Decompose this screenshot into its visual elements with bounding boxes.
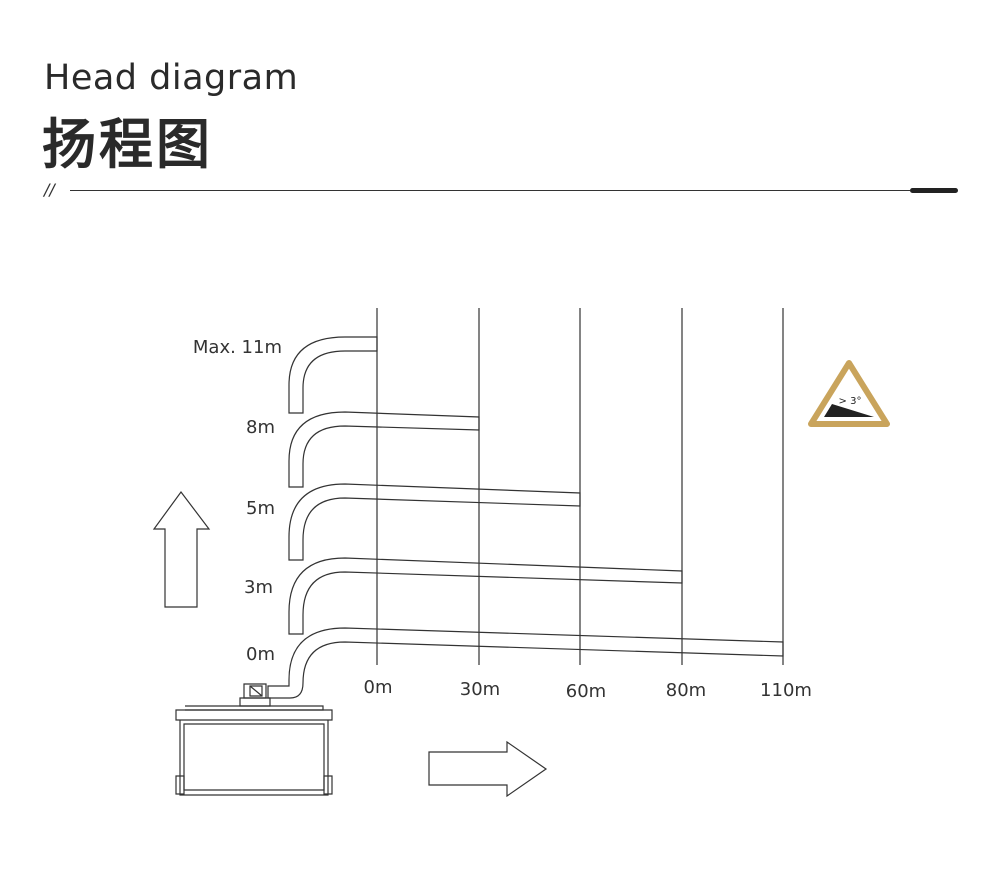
head-label-3m: 3m bbox=[244, 577, 273, 598]
slope-warning-icon: > 3° bbox=[808, 360, 890, 427]
distance-label-80m: 80m bbox=[666, 680, 706, 701]
divider-slashes: // bbox=[44, 180, 55, 199]
pump-box-icon bbox=[175, 683, 333, 796]
pipe-5m bbox=[288, 483, 581, 561]
up-arrow-icon bbox=[152, 490, 211, 608]
pipe-3m bbox=[288, 557, 683, 635]
distance-label-0m: 0m bbox=[364, 677, 393, 698]
slope-label: > 3° bbox=[839, 396, 862, 407]
head-label-8m: 8m bbox=[246, 417, 275, 438]
divider-line bbox=[70, 190, 910, 191]
pipe-8m bbox=[288, 411, 480, 488]
distance-label-60m: 60m bbox=[566, 681, 606, 702]
head-label-5m: 5m bbox=[246, 498, 275, 519]
right-arrow-icon bbox=[428, 740, 548, 798]
title-chinese: 扬程图 bbox=[42, 113, 213, 176]
distance-label-110m: 110m bbox=[760, 680, 812, 701]
divider-accent bbox=[910, 188, 958, 193]
distance-label-30m: 30m bbox=[460, 679, 500, 700]
head-label-11m: Max. 11m bbox=[193, 337, 282, 358]
title-english: Head diagram bbox=[44, 58, 299, 98]
pipe-11m bbox=[288, 336, 378, 414]
head-label-0m: 0m bbox=[246, 644, 275, 665]
pipe-0m bbox=[267, 627, 784, 699]
